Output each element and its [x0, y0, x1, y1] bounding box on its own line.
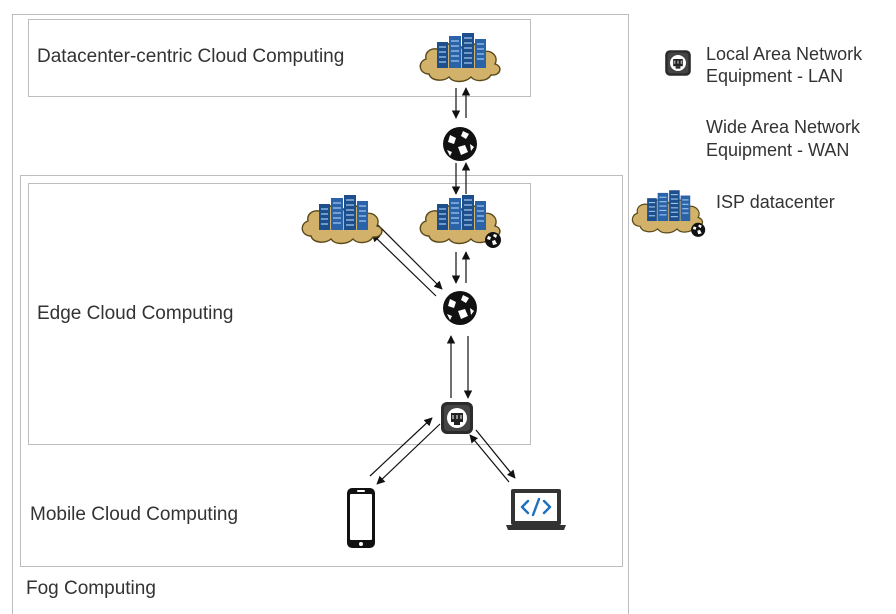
legend-lan-line2: Equipment - LAN — [706, 66, 844, 86]
edge-region — [28, 183, 531, 445]
mobile-label: Mobile Cloud Computing — [30, 504, 239, 525]
wan-globe-top-icon — [443, 127, 477, 161]
laptop-code-icon — [506, 489, 566, 530]
legend-isp-icon — [631, 189, 706, 237]
lan-switch-icon — [440, 401, 474, 435]
legend-lan-icon — [664, 49, 692, 77]
mobile-region — [20, 175, 623, 567]
legend-wan-line1: Wide Area Network — [706, 117, 861, 137]
wan-globe-edge-icon — [443, 291, 477, 325]
legend-wan-line2: Equipment - WAN — [706, 140, 850, 160]
edge-cloud-datacenter-icon — [301, 194, 383, 245]
legend-lan-line1: Local Area Network — [706, 44, 863, 64]
edge-label: Edge Cloud Computing — [37, 303, 234, 324]
fog-computing-region — [12, 14, 629, 614]
datacenter-label: Datacenter-centric Cloud Computing — [37, 46, 345, 67]
legend-isp: ISP datacenter — [716, 192, 835, 212]
datacenter-region — [28, 19, 531, 97]
smartphone-icon — [347, 488, 375, 548]
datacenter-cloud-icon — [419, 32, 501, 83]
isp-datacenter-icon — [419, 194, 501, 248]
fog-label: Fog Computing — [26, 578, 156, 599]
